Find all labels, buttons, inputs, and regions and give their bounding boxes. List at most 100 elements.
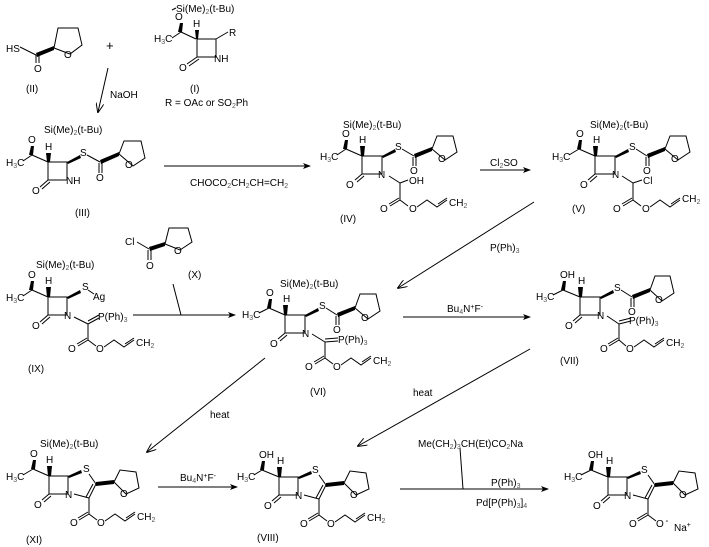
atom-carboxylate-o: O- bbox=[656, 518, 669, 530]
atom-o: O bbox=[643, 166, 651, 177]
silyl-group: Si(Me)2(t-Bu) bbox=[590, 120, 648, 132]
methyl-group: H3C bbox=[242, 310, 260, 322]
atom-pph3: P(Ph)3 bbox=[338, 335, 368, 347]
atom-s: S bbox=[80, 148, 87, 159]
label-II: (II) bbox=[26, 84, 38, 95]
atom-o: O bbox=[97, 518, 105, 529]
reagent-tbaf: Bu4N+F- bbox=[180, 473, 217, 485]
atom-h: H bbox=[578, 276, 585, 287]
atom-o: O bbox=[32, 321, 40, 332]
atom-n: N bbox=[302, 329, 309, 340]
silyl-group: Si(Me)2(t-Bu) bbox=[44, 125, 102, 137]
arrow-acylation bbox=[133, 283, 236, 318]
atom-o: O bbox=[28, 135, 36, 146]
atom-cl: Cl bbox=[643, 176, 652, 187]
atom-o: O bbox=[333, 362, 341, 373]
atom-h: H bbox=[283, 294, 290, 305]
compound-VII: OH H3C H N S O O O P(Ph)3 O O CH2 (VII) bbox=[536, 270, 684, 367]
atom-o: O bbox=[96, 344, 104, 355]
atom-h: H bbox=[45, 142, 52, 153]
reagent-sodium-ethylhexanoate: Me(CH2)3CH(Et)CO2Na bbox=[418, 439, 524, 451]
atom-ring-o: O bbox=[350, 490, 358, 501]
compound-III: Si(Me)2(t-Bu) O H3C H S O O NH O (III) bbox=[6, 125, 146, 219]
atom-o: O bbox=[626, 344, 634, 355]
atom-ch2: CH2 bbox=[449, 198, 467, 210]
atom-s: S bbox=[629, 142, 636, 153]
atom-o: O bbox=[346, 180, 354, 191]
atom-ch2: CH2 bbox=[137, 512, 155, 524]
reagent-heat: heat bbox=[413, 388, 433, 399]
atom-o: O bbox=[70, 518, 78, 529]
compound-VIII: OH H3C H N S O O O O CH2 (VIII) bbox=[237, 450, 385, 544]
atom-s: S bbox=[82, 282, 89, 293]
atom-o: O bbox=[146, 261, 154, 272]
methyl-group: H3C bbox=[6, 293, 24, 305]
label-VII: (VII) bbox=[560, 356, 579, 367]
atom-ch2: CH2 bbox=[373, 356, 391, 368]
atom-n: N bbox=[295, 491, 302, 502]
atom-ch2: CH2 bbox=[367, 513, 385, 525]
atom-ring-o: O bbox=[174, 246, 182, 257]
atom-ring-o: O bbox=[671, 154, 679, 165]
arrow-tbaf-2: Bu4N+F- bbox=[158, 473, 238, 490]
methyl-group: H3C bbox=[237, 472, 255, 484]
atom-n: N bbox=[612, 170, 619, 181]
atom-pph3: P(Ph)3 bbox=[98, 312, 128, 324]
reagent-pph3: P(Ph)3 bbox=[491, 478, 521, 490]
label-VI: (VI) bbox=[310, 387, 326, 398]
atom-oh: OH bbox=[259, 450, 274, 461]
atom-o: O bbox=[342, 129, 350, 140]
compound-IV: Si(Me)2(t-Bu) O H3C H N S O O O OH O O C… bbox=[320, 120, 467, 225]
atom-ring-o: O bbox=[125, 160, 133, 171]
atom-nh: NH bbox=[66, 176, 80, 187]
atom-h: H bbox=[193, 19, 200, 30]
atom-h: H bbox=[45, 276, 52, 287]
arrow-heat-left: heat bbox=[147, 357, 266, 452]
atom-h: H bbox=[46, 455, 53, 466]
plus-sign: + bbox=[106, 38, 114, 53]
atom-hs: HS bbox=[6, 44, 20, 55]
atom-o: O bbox=[68, 344, 76, 355]
arrow-thionyl-chloride: Cl2SO bbox=[480, 158, 531, 173]
atom-ch2: CH2 bbox=[682, 194, 700, 206]
atom-o: O bbox=[642, 204, 650, 215]
atom-o: O bbox=[613, 204, 621, 215]
atom-o: O bbox=[409, 204, 417, 215]
atom-o: O bbox=[264, 501, 272, 512]
atom-o: O bbox=[30, 449, 38, 460]
methyl-group: H3C bbox=[536, 292, 554, 304]
arrow-tbaf-1: Bu4N+F- bbox=[403, 304, 531, 320]
label-X: (X) bbox=[188, 270, 201, 281]
silyl-group: Si(Me)2(t-Bu) bbox=[343, 120, 401, 132]
compound-II: HS O O (II) bbox=[6, 27, 83, 95]
atom-n: N bbox=[65, 490, 72, 501]
compound-V: Si(Me)2(t-Bu) O H3C H N S O O O Cl O O C… bbox=[552, 120, 700, 215]
methyl-group: H3C bbox=[552, 152, 570, 164]
label-IV: (IV) bbox=[340, 214, 356, 225]
reagent-socl2: Cl2SO bbox=[490, 158, 518, 170]
atom-oh: OH bbox=[409, 176, 424, 187]
reagent-tbaf: Bu4N+F- bbox=[447, 304, 484, 316]
atom-n: N bbox=[624, 491, 631, 502]
atom-o: O bbox=[593, 501, 601, 512]
atom-o: O bbox=[28, 270, 36, 281]
label-IX: (IX) bbox=[28, 364, 44, 375]
atom-o: O bbox=[327, 519, 335, 530]
atom-o: O bbox=[380, 204, 388, 215]
atom-o: O bbox=[333, 325, 341, 336]
atom-pph3: P(Ph)3 bbox=[629, 316, 659, 328]
atom-o: O bbox=[270, 339, 278, 350]
atom-o: O bbox=[580, 180, 588, 191]
atom-s: S bbox=[641, 465, 648, 476]
atom-ring-o: O bbox=[679, 490, 687, 501]
atom-s: S bbox=[83, 464, 90, 475]
label-XI: (XI) bbox=[26, 535, 42, 546]
reagent-pph3: P(Ph)3 bbox=[490, 243, 520, 255]
methyl-group: H3C bbox=[154, 34, 172, 46]
atom-carbonyl-o: O bbox=[179, 63, 187, 74]
label-VIII: (VIII) bbox=[257, 533, 279, 544]
reagent-pd-catalyst: Pd[P(Ph)3]4 bbox=[476, 498, 527, 510]
atom-s: S bbox=[395, 142, 402, 153]
